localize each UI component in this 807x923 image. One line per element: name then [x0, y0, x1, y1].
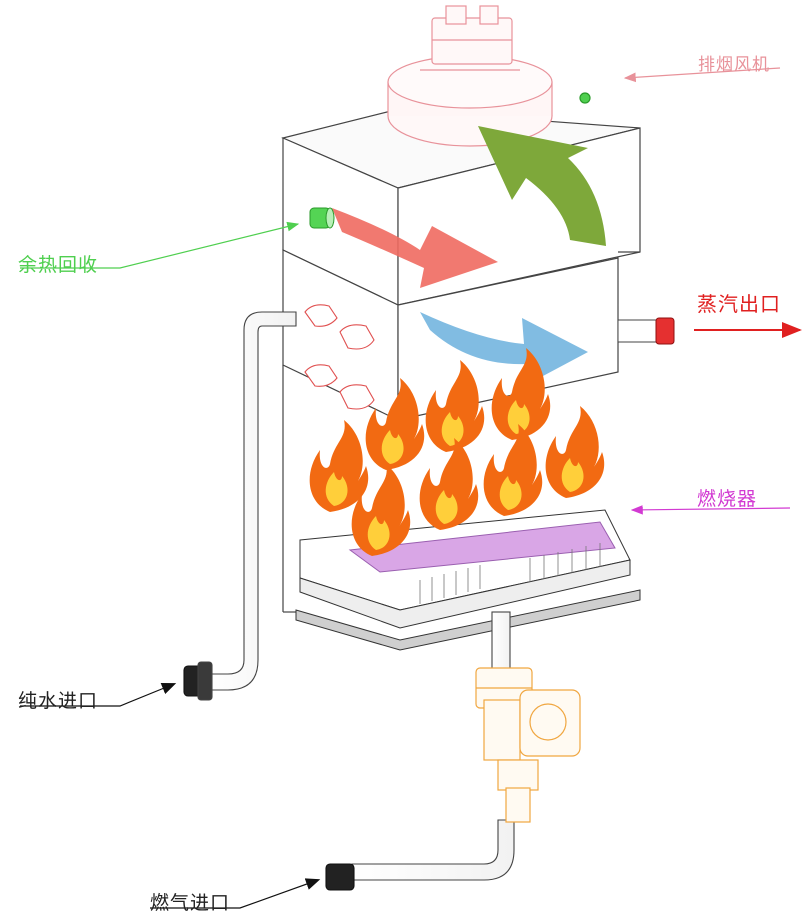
steam-outlet-pipe — [617, 317, 802, 345]
cool-flow-arrow — [420, 312, 588, 384]
exhaust-flow-arrow — [478, 126, 606, 246]
heat-recovery-label: 余热回收 — [18, 254, 99, 276]
side-fittings — [304, 304, 375, 410]
exhaust-fan — [387, 5, 591, 147]
gas-valve — [475, 667, 581, 823]
burner-assembly — [295, 509, 641, 651]
steam-outlet-label: 蒸汽出口 — [697, 292, 781, 316]
pointer-lines — [20, 67, 791, 909]
exhaust-fan-label: 排烟风机 — [698, 55, 770, 75]
burner-label: 燃烧器 — [697, 488, 758, 510]
water-inlet-pipe — [183, 311, 297, 701]
heat-recovery-port — [309, 207, 335, 229]
pure-water-inlet-label: 纯水进口 — [18, 690, 99, 712]
back-panel — [282, 365, 298, 613]
gas-inlet-label: 燃气进口 — [150, 892, 231, 914]
burner-flames — [309, 348, 605, 556]
gas-supply-pipe — [325, 611, 515, 891]
hot-flow-arrow — [332, 208, 498, 288]
